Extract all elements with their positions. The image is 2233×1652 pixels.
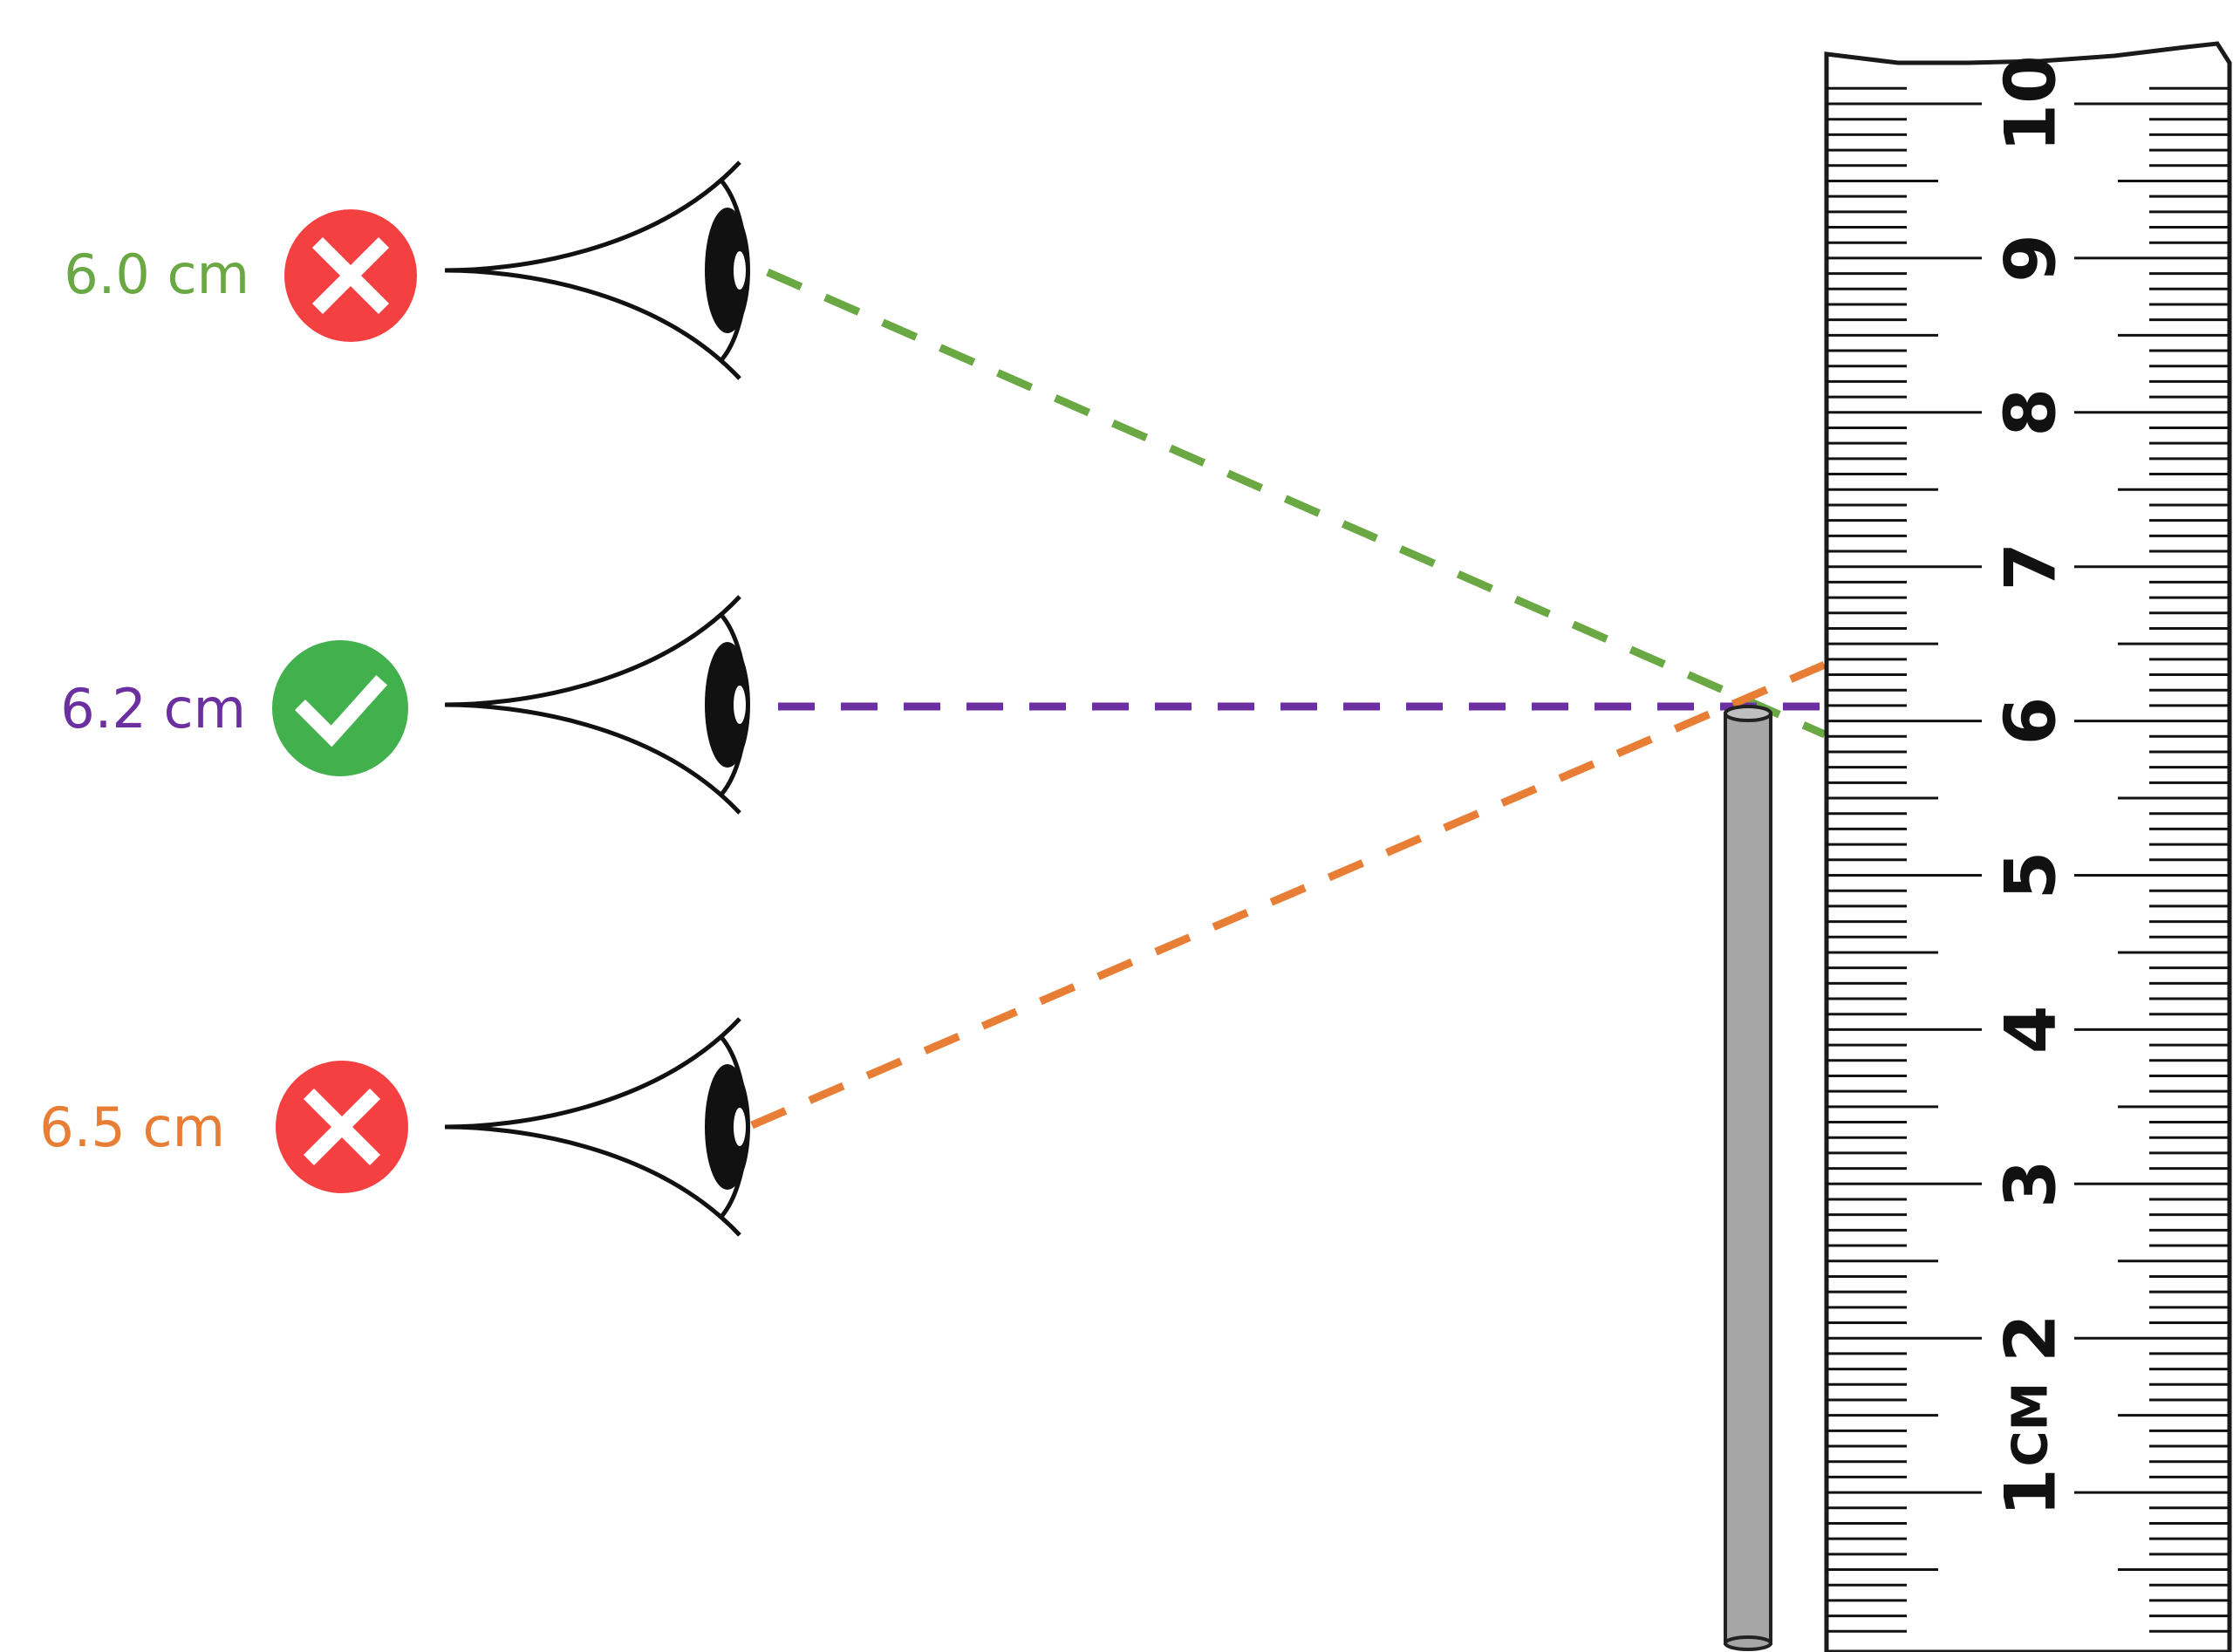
reading-row-2: 6.5 cm bbox=[39, 1019, 750, 1235]
sight-line-6-5 bbox=[750, 660, 1827, 1130]
eye-icon bbox=[445, 1019, 750, 1235]
ruler-number: 1 bbox=[1991, 1468, 2072, 1517]
reading-label: 6.0 cm bbox=[64, 242, 249, 306]
ruler-number: 10 bbox=[1991, 55, 2072, 152]
reading-label: 6.2 cm bbox=[60, 677, 246, 741]
rod-top bbox=[1724, 705, 1772, 722]
cross-icon bbox=[284, 209, 417, 342]
ruler-number: 2 bbox=[1991, 1314, 2072, 1362]
ruler-unit: CM bbox=[2003, 1382, 2059, 1467]
check-icon bbox=[272, 640, 408, 776]
ruler-number: 6 bbox=[1991, 697, 2072, 746]
ruler-number: 3 bbox=[1991, 1159, 2072, 1208]
ruler-number: 5 bbox=[1991, 851, 2072, 900]
eye-icon bbox=[445, 597, 750, 813]
ruler-number: 8 bbox=[1991, 388, 2072, 437]
reading-row-0: 6.0 cm bbox=[64, 162, 750, 379]
reading-row-1: 6.2 cm bbox=[60, 597, 750, 813]
ruler-ticks bbox=[1827, 86, 2230, 1633]
eye-icon bbox=[445, 162, 750, 379]
rod-body bbox=[1724, 712, 1772, 1645]
rod-bottom bbox=[1724, 1635, 1772, 1651]
ruler-body bbox=[1824, 41, 2232, 1652]
rod bbox=[1724, 705, 1772, 1651]
ruler-number: 9 bbox=[1991, 234, 2072, 283]
ruler-number: 4 bbox=[1991, 1006, 2072, 1055]
sight-lines bbox=[750, 268, 1827, 1130]
ruler-number: 7 bbox=[1991, 543, 2072, 591]
reading-label: 6.5 cm bbox=[39, 1096, 225, 1159]
sight-line-6-0 bbox=[766, 268, 1827, 739]
cross-icon bbox=[276, 1061, 408, 1193]
